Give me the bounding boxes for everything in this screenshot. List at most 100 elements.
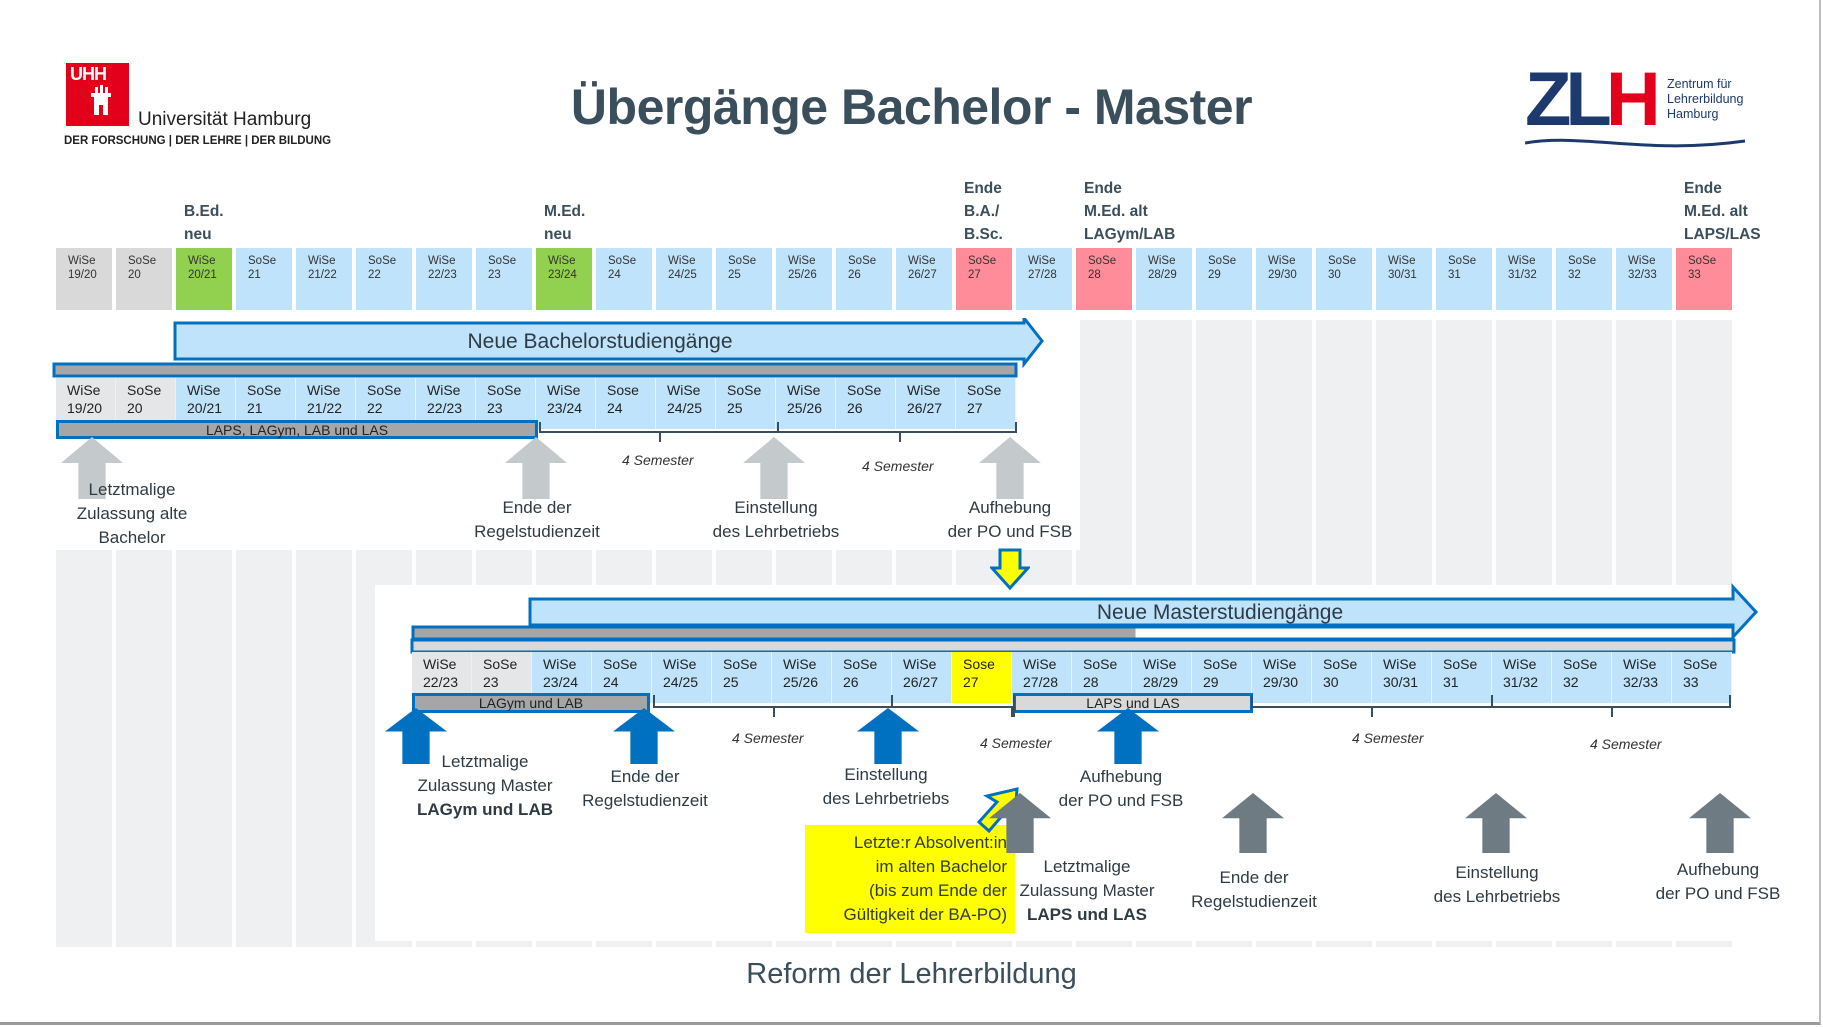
zlh-logo-blue: ZL	[1525, 57, 1612, 142]
master-semester-cell: WiSe 30/31	[1372, 652, 1432, 703]
event-line: Aufhebung	[1079, 767, 1163, 786]
bachelor-semester-cell: WiSe 23/24	[536, 378, 596, 429]
semester-type: WiSe	[907, 382, 941, 398]
semester-type: SoSe	[1323, 656, 1358, 672]
milestone-line: B.Sc.	[964, 226, 1003, 243]
event-line: Regelstudienzeit	[582, 791, 708, 810]
semester-year: 25/26	[783, 674, 819, 690]
master-lagym-bar: LAGym und LAB	[412, 693, 650, 713]
semester-type: SoSe	[127, 382, 162, 398]
brace-label: 4 Semester	[622, 452, 694, 468]
semester-year: 22/23	[427, 400, 463, 416]
semester-type: SoSe	[1203, 656, 1238, 672]
semester-type: WiSe	[1623, 656, 1657, 672]
event-line: Ende der	[610, 767, 680, 786]
semester-year: 32	[1568, 269, 1581, 281]
semester-type: WiSe	[188, 255, 216, 267]
event-line: des Lehrbetriebs	[712, 522, 840, 541]
semester-type: WiSe	[1383, 656, 1417, 672]
semester-year: 30/31	[1383, 674, 1419, 690]
timeline-semester-cell: WiSe 31/32	[1496, 248, 1552, 310]
semester-year: 24/25	[663, 674, 699, 690]
semester-type: WiSe	[1023, 656, 1057, 672]
yellow-down-arrow-icon	[988, 548, 1032, 595]
semester-year: 25	[727, 400, 743, 416]
event-line-bold: LAGym und LAB	[417, 800, 553, 819]
semester-year: 27	[967, 400, 983, 416]
note-line: (bis zum Ende der	[869, 881, 1007, 900]
event-line: Letztmalige	[441, 752, 529, 771]
zlh-logo-text: Zentrum für Lehrerbildung Hamburg	[1667, 77, 1743, 122]
up-arrow-icon	[61, 437, 123, 504]
semester-year: 31/32	[1508, 269, 1537, 281]
semester-type: SoSe	[1563, 656, 1598, 672]
semester-type: WiSe	[1268, 255, 1296, 267]
semester-year: 23/24	[547, 400, 583, 416]
milestone-line: M.Ed. alt	[1684, 203, 1748, 220]
bachelor-arrow-label: Neue Bachelorstudiengänge	[467, 330, 733, 353]
milestone-label: M.Ed.neu	[544, 200, 585, 246]
bachelor-semester-cell: SoSe 27	[956, 378, 1016, 429]
up-arrow-icon	[979, 437, 1041, 504]
semester-type: SoSe	[1568, 255, 1597, 267]
bachelor-semester-braces	[538, 420, 1018, 455]
semester-type: SoSe	[367, 382, 402, 398]
semester-type: WiSe	[543, 656, 577, 672]
semester-year: 21/22	[307, 400, 343, 416]
semester-type: SoSe	[1448, 255, 1477, 267]
semester-year: 32	[1563, 674, 1579, 690]
uhh-logo-mark	[66, 63, 129, 126]
semester-year: 24	[608, 269, 621, 281]
gray-up-arrow-icon	[989, 793, 1051, 858]
semester-type: WiSe	[187, 382, 221, 398]
semester-type: SoSe	[967, 382, 1002, 398]
semester-year: 28/29	[1148, 269, 1177, 281]
semester-year: 27/28	[1023, 674, 1059, 690]
semester-type: SoSe	[728, 255, 757, 267]
semester-year: 31	[1443, 674, 1459, 690]
event-line: Aufhebung	[1676, 860, 1760, 879]
semester-type: WiSe	[427, 382, 461, 398]
semester-type: WiSe	[547, 382, 581, 398]
semester-year: 28	[1083, 674, 1099, 690]
semester-year: 26	[843, 674, 859, 690]
event-line: Zulassung Master	[417, 776, 553, 795]
event-line: Einstellung	[734, 498, 818, 517]
semester-type: SoSe	[1443, 656, 1478, 672]
semester-year: 20/21	[187, 400, 223, 416]
semester-type: SoSe	[608, 255, 637, 267]
semester-year: 26/27	[903, 674, 939, 690]
note-line: Letzte:r Absolvent:in	[853, 833, 1007, 852]
semester-year: 20	[128, 269, 141, 281]
semester-type: SoSe	[488, 255, 517, 267]
event-line: der PO und FSB	[947, 522, 1073, 541]
gray-up-arrow-icon	[1222, 793, 1284, 858]
semester-type: WiSe	[68, 255, 96, 267]
semester-type: WiSe	[423, 656, 457, 672]
semester-year: 21	[248, 269, 261, 281]
semester-year: 20/21	[188, 269, 217, 281]
semester-type: WiSe	[788, 255, 816, 267]
uhh-logo-name: Universität Hamburg	[138, 109, 312, 130]
semester-type: WiSe	[1508, 255, 1536, 267]
semester-year: 24/25	[667, 400, 703, 416]
semester-year: 23	[488, 269, 501, 281]
